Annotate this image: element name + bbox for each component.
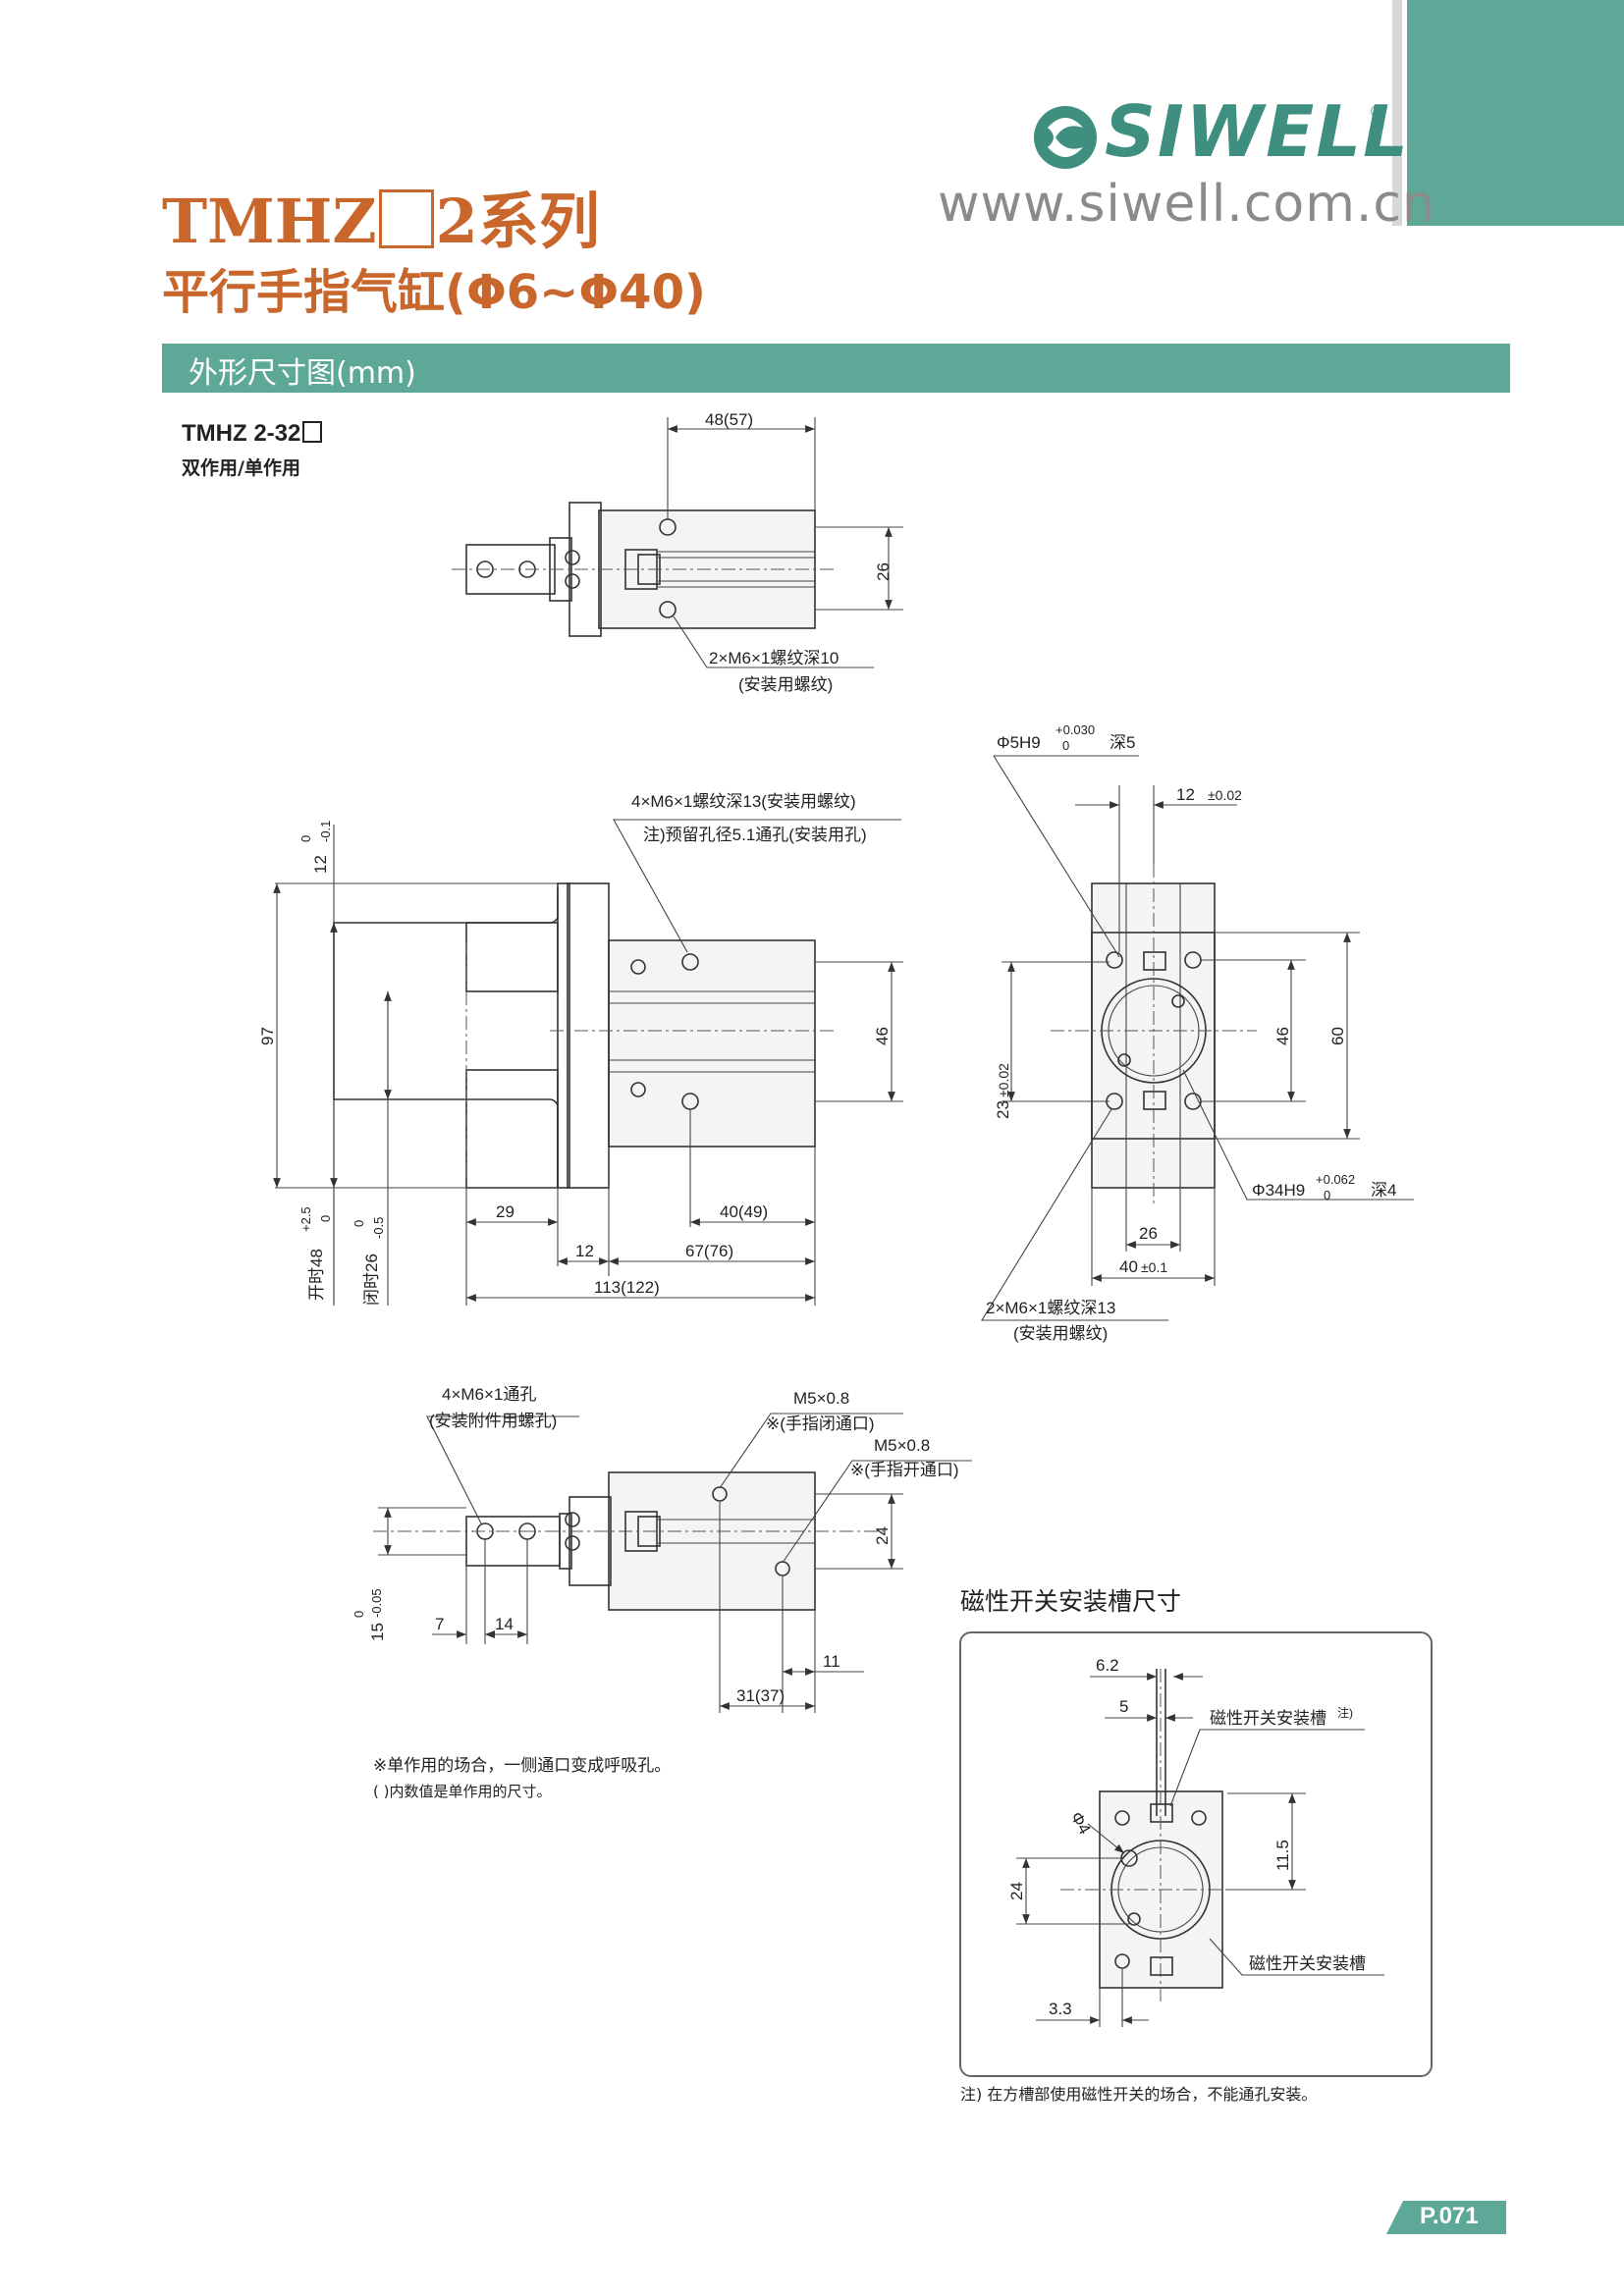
mag-dim-115: 11.5 bbox=[1273, 1840, 1292, 1871]
end-bore-depth: 深5 bbox=[1110, 733, 1135, 752]
end-bore-lower: 0 bbox=[1062, 738, 1069, 753]
website-url[interactable]: www.siwell.com.cn bbox=[938, 175, 1435, 234]
top-view: 48(57) 26 2×M6×1螺纹深10 (安装用螺纹) bbox=[452, 410, 903, 694]
end-thread-note-sub: (安装用螺纹) bbox=[1013, 1324, 1108, 1343]
series-subtitle: 平行手指气缸(Φ6~Φ40) bbox=[162, 265, 706, 320]
side-tol-12-lower: -0.1 bbox=[318, 821, 333, 842]
magnetic-slot-footnote: 注) 在方槽部使用磁性开关的场合，不能通孔安装。 bbox=[960, 2085, 1318, 2104]
end-bore-note: Φ5H9 bbox=[997, 733, 1041, 752]
magnetic-slot-title: 磁性开关安装槽尺寸 bbox=[960, 1587, 1182, 1616]
bottom-dim-7: 7 bbox=[435, 1615, 444, 1633]
mag-slot-note-mark: 注) bbox=[1337, 1705, 1353, 1720]
bottom-port1: M5×0.8 bbox=[793, 1389, 849, 1408]
model-name: TMHZ 2-32 bbox=[182, 420, 323, 448]
side-tol-12: 12 bbox=[311, 855, 330, 874]
registered-mark: ® bbox=[1369, 102, 1384, 121]
bottom-dim-14: 14 bbox=[495, 1615, 514, 1633]
end-bore-upper: +0.030 bbox=[1056, 722, 1095, 737]
mag-dim-33: 3.3 bbox=[1049, 2000, 1072, 2018]
end-dim-12: 12 bbox=[1176, 785, 1195, 804]
mag-slot-label: 磁性开关安装槽 bbox=[1210, 1709, 1326, 1728]
mag-dim-24: 24 bbox=[1007, 1882, 1026, 1900]
end-dim-40-tol: ±0.1 bbox=[1141, 1259, 1167, 1275]
top-thread-note: 2×M6×1螺纹深10 bbox=[709, 649, 839, 667]
bottom-hole-note-sub: (安装附件用螺孔) bbox=[429, 1412, 557, 1430]
side-tol-12-upper: 0 bbox=[298, 835, 313, 842]
side-close-lower: -0.5 bbox=[371, 1217, 386, 1239]
section-title: 外形尺寸图(mm) bbox=[189, 356, 416, 391]
end-bore34-lower: 0 bbox=[1324, 1188, 1330, 1202]
bottom-dim-15-lower: -0.05 bbox=[369, 1588, 384, 1618]
model-type: 双作用/单作用 bbox=[182, 457, 300, 479]
mag-dim-5: 5 bbox=[1119, 1697, 1128, 1716]
top-dim-height: 26 bbox=[874, 562, 893, 581]
bottom-port1-sub: ※(手指闭通口) bbox=[766, 1415, 875, 1433]
side-dim-113: 113(122) bbox=[594, 1278, 660, 1297]
magnetic-slot-frame bbox=[959, 1631, 1433, 2077]
bottom-dim-15-upper: 0 bbox=[352, 1611, 366, 1618]
end-dim-46: 46 bbox=[1273, 1027, 1292, 1045]
top-thread-note-sub: (安装用螺纹) bbox=[738, 675, 833, 694]
side-dim-12: 12 bbox=[575, 1242, 594, 1260]
side-dim-46: 46 bbox=[873, 1027, 892, 1045]
corner-accent-bar bbox=[1407, 0, 1624, 226]
side-dim-40: 40(49) bbox=[720, 1202, 768, 1221]
brand-name: SIWELL bbox=[1105, 90, 1411, 173]
end-dim-26: 26 bbox=[1139, 1224, 1158, 1243]
parentheses-note: ( )内数值是单作用的尺寸。 bbox=[373, 1783, 552, 1800]
bottom-hole-note: 4×M6×1通孔 bbox=[442, 1385, 536, 1404]
bottom-dim-24: 24 bbox=[873, 1526, 892, 1545]
end-dim-23-tol: ±0.02 bbox=[996, 1063, 1011, 1097]
side-open-upper: +2.5 bbox=[298, 1206, 313, 1232]
side-view: 97 12 0 -0.1 开时48 +2.5 0 闭时26 0 -0.5 46 … bbox=[258, 792, 903, 1306]
end-thread-note: 2×M6×1螺纹深13 bbox=[986, 1299, 1115, 1317]
end-dim-40: 40 bbox=[1119, 1257, 1138, 1276]
bottom-dim-31: 31(37) bbox=[736, 1686, 785, 1705]
magnetic-slot-view: 6.2 5 磁性开关安装槽 注) Φ4 11.5 24 3.3 磁性开关安装槽 bbox=[1007, 1656, 1384, 2027]
end-bore34-depth: 深4 bbox=[1371, 1181, 1396, 1200]
model-label: TMHZ 2-32 bbox=[182, 420, 301, 447]
model-box-icon bbox=[302, 421, 323, 443]
mag-dim-62: 6.2 bbox=[1096, 1656, 1119, 1675]
bottom-dim-15: 15 bbox=[368, 1623, 387, 1641]
series-title: TMHZ 2系列 bbox=[162, 172, 600, 260]
side-open-label: 开时48 bbox=[307, 1249, 326, 1301]
bottom-dim-11: 11 bbox=[823, 1652, 840, 1671]
series-suffix: 2系列 bbox=[435, 186, 600, 257]
end-bore34-upper: +0.062 bbox=[1316, 1172, 1355, 1187]
side-close-label: 闭时26 bbox=[362, 1254, 381, 1306]
side-dim-97: 97 bbox=[258, 1027, 277, 1045]
page-number-tab bbox=[1386, 2201, 1506, 2234]
siwell-logo-icon bbox=[1034, 106, 1097, 169]
side-hole-note: 注)预留孔径5.1通孔(安装用孔) bbox=[643, 826, 867, 844]
corner-accent-edge bbox=[1392, 0, 1402, 226]
bottom-port2: M5×0.8 bbox=[874, 1436, 930, 1455]
bottom-view: 24 15 0 -0.05 7 14 11 31(37) 4×M6×1通孔 (安… bbox=[352, 1385, 972, 1713]
end-bore34: Φ34H9 bbox=[1252, 1181, 1305, 1200]
section-header-bar bbox=[162, 344, 1510, 393]
top-dim-width: 48(57) bbox=[705, 410, 753, 429]
side-dim-67: 67(76) bbox=[685, 1242, 733, 1260]
end-dim-12-tol: ±0.02 bbox=[1208, 787, 1242, 803]
side-thread-note: 4×M6×1螺纹深13(安装用螺纹) bbox=[631, 792, 856, 811]
side-close-upper: 0 bbox=[352, 1220, 366, 1227]
side-dim-29: 29 bbox=[496, 1202, 514, 1221]
mag-slot-label-2: 磁性开关安装槽 bbox=[1249, 1954, 1366, 1973]
series-prefix: TMHZ bbox=[162, 186, 377, 257]
single-acting-note: ※单作用的场合，一侧通口变成呼吸孔。 bbox=[373, 1756, 672, 1776]
page-number: P.071 bbox=[1420, 2203, 1479, 2229]
end-dim-23: 23 bbox=[994, 1100, 1012, 1119]
end-dim-60: 60 bbox=[1328, 1027, 1347, 1045]
end-view: 12 ±0.02 Φ5H9 +0.030 0 深5 23 ±0.02 46 60… bbox=[981, 722, 1414, 1343]
side-open-lower: 0 bbox=[318, 1215, 333, 1222]
model-placeholder-box bbox=[378, 189, 434, 248]
bottom-port2-sub: ※(手指开通口) bbox=[850, 1461, 959, 1479]
